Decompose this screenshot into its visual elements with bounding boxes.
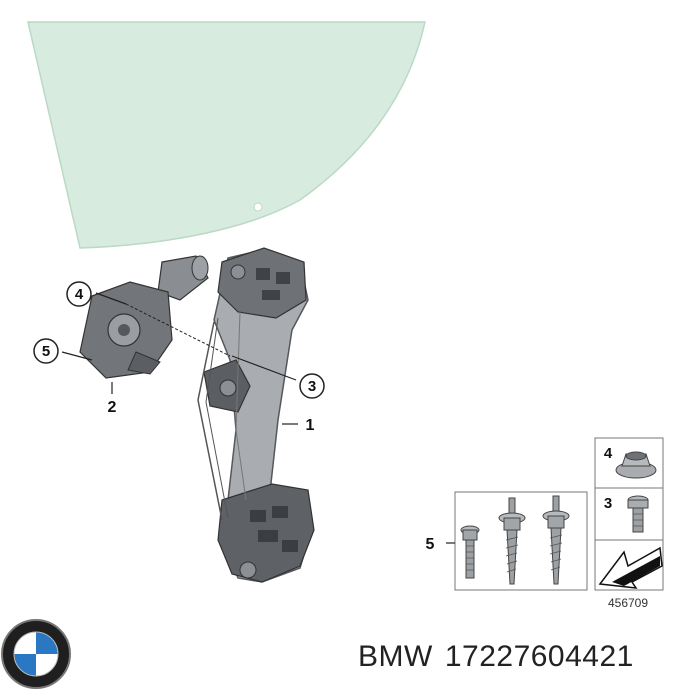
callout-4 bbox=[66, 281, 92, 307]
bmw-logo bbox=[1, 619, 71, 689]
brand-name: BMW bbox=[358, 640, 433, 673]
part-number: 17227604421 bbox=[444, 640, 634, 673]
window-glass bbox=[27, 21, 426, 249]
stud-bolt-icon bbox=[498, 497, 526, 585]
inset-label-4: 4 bbox=[604, 445, 613, 462]
inset-label-3: 3 bbox=[604, 495, 612, 512]
screw-icon bbox=[627, 495, 649, 533]
window-motor bbox=[79, 255, 209, 379]
callout-3 bbox=[299, 373, 325, 399]
callout-4-number: 4 bbox=[75, 286, 84, 303]
inset-label-5: 5 bbox=[426, 536, 435, 553]
diagram-reference-number: 456709 bbox=[608, 596, 648, 610]
brand-part-number-line: BMW 17227604421 bbox=[358, 640, 646, 674]
window-regulator-rail bbox=[197, 247, 315, 583]
bolt-icon bbox=[460, 525, 480, 579]
label-part-1: 1 bbox=[306, 417, 315, 434]
reference-arrow-icon bbox=[598, 546, 663, 589]
callout-5 bbox=[33, 338, 59, 364]
callout-5-number: 5 bbox=[42, 343, 50, 360]
stud-bolt-icon-2 bbox=[542, 495, 570, 585]
callout-3-number: 3 bbox=[308, 378, 316, 395]
hardware-inset: 5 4 3 456709 bbox=[426, 437, 664, 610]
label-part-2: 2 bbox=[108, 399, 117, 416]
flange-nut-icon bbox=[615, 451, 657, 479]
glass-mount-hole bbox=[253, 202, 263, 212]
